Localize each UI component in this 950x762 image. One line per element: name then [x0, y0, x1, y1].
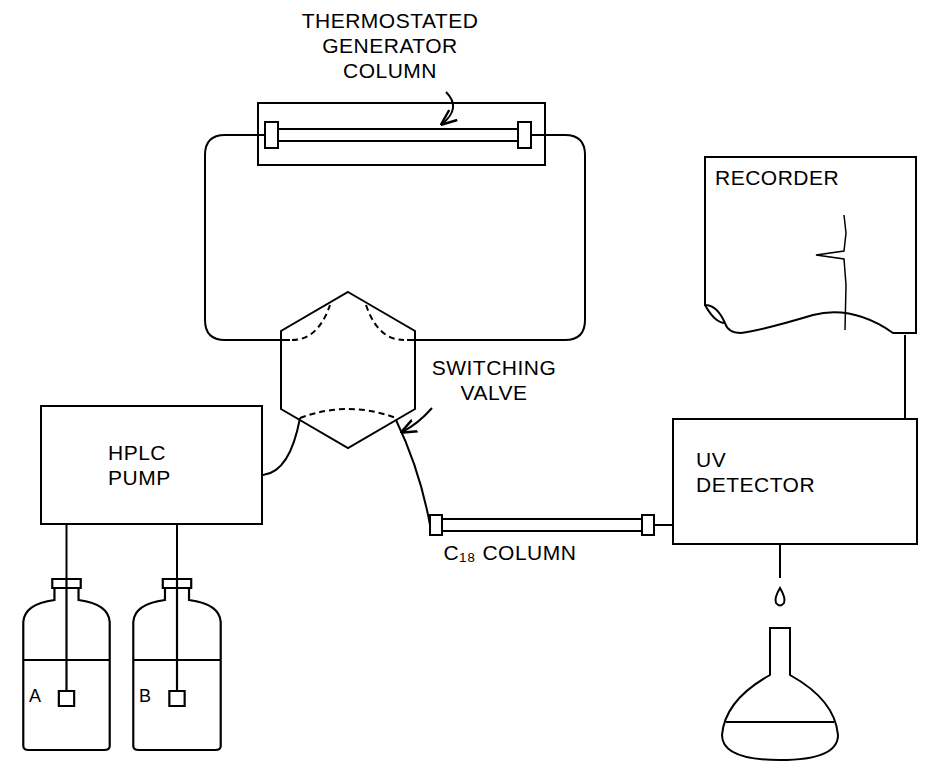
thermostat-housing	[258, 103, 545, 165]
tubing	[396, 420, 430, 525]
node-text: A	[29, 684, 113, 709]
c18-column	[430, 515, 654, 535]
chromatogram-trace	[816, 215, 846, 330]
tubing	[263, 418, 300, 475]
flask-liquid	[726, 721, 834, 723]
generator-column	[258, 122, 545, 148]
loop-tubing	[407, 135, 585, 340]
loop-tubing	[205, 135, 290, 340]
dip-tube	[65, 578, 67, 691]
tubing-connector	[904, 335, 906, 418]
component-label: C₁₈ COLUMN	[430, 540, 590, 565]
recorder: RECORDER	[703, 155, 918, 335]
valve-channel	[292, 305, 404, 418]
solvent-bottle: B	[130, 578, 224, 752]
drop	[776, 588, 785, 606]
bottle-outline	[20, 578, 113, 752]
pump-box: HPLC PUMP	[40, 405, 263, 525]
node-text: HPLC PUMP	[108, 440, 188, 490]
leader-arrow	[442, 92, 453, 124]
inlet-filter	[59, 691, 74, 706]
tubing-connector	[66, 525, 68, 578]
collection-flask	[722, 628, 838, 760]
solvent-bottle: A	[20, 578, 113, 752]
node-text: B	[139, 684, 224, 709]
component-label: THERMOSTATED GENERATOR COLUMN	[285, 8, 495, 83]
node-text: RECORDER	[715, 165, 906, 190]
outlet-tube	[779, 545, 781, 578]
inlet-filter	[169, 691, 184, 706]
tubing	[654, 524, 672, 526]
component-label: SWITCHING VALVE	[424, 355, 564, 405]
tubing-connector	[176, 525, 178, 578]
dip-tube	[176, 578, 178, 691]
bottle-outline	[130, 578, 224, 752]
node-text: UV DETECTOR	[696, 447, 826, 497]
leader-arrow	[402, 408, 432, 432]
detector-box: UV DETECTOR	[672, 418, 918, 545]
switching-valve	[281, 292, 415, 448]
